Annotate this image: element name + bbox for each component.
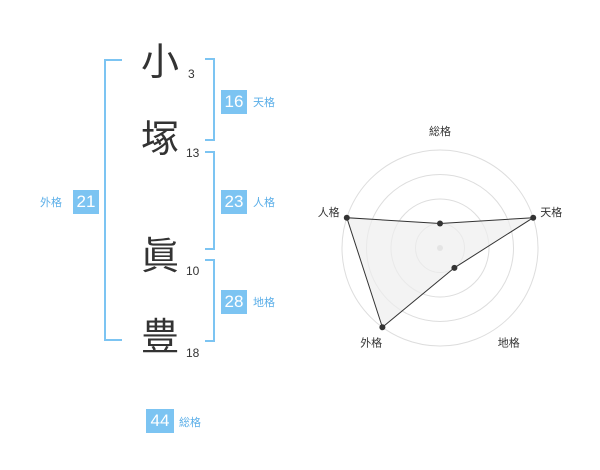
radar-point-4 [343,214,350,221]
name-char-3: 眞 [141,234,180,278]
name-char-4: 豊 [141,315,180,359]
jinkaku-bracket-bottom [205,248,215,250]
radar-area [346,217,534,329]
radar-axis-label-3: 外格 [360,336,382,350]
radar-axis-label-2: 地格 [498,336,520,350]
gaikaku-value-badge: 21 [73,190,99,214]
gaikaku-bracket-bottom [104,339,122,341]
radar-point-0 [437,220,443,227]
jinkaku-bracket-vertical [213,151,215,250]
chikaku-label: 地格 [253,296,275,309]
radar-point-3 [379,324,386,331]
radar-axis-label-1: 天格 [540,205,562,219]
gaikaku-label: 外格 [40,196,62,209]
chikaku-bracket-bottom [205,340,215,342]
jinkaku-value-badge: 23 [221,190,247,214]
chikaku-value-badge: 28 [221,290,247,314]
radar-ring-4 [341,149,539,347]
name-char-2: 塚 [141,117,180,161]
tenkaku-bracket-vertical [213,58,215,141]
stroke-count-4: 18 [186,346,200,360]
tenkaku-bracket-bottom [205,139,215,141]
stroke-count-2: 13 [186,146,200,160]
stroke-count-3: 10 [186,264,200,278]
soukaku-value-badge: 44 [146,409,174,433]
jinkaku-bracket-top [205,151,215,153]
chikaku-bracket-vertical [213,259,215,342]
tenkaku-bracket-top [205,58,215,60]
jinkaku-label: 人格 [253,196,275,209]
tenkaku-label: 天格 [253,96,275,109]
tenkaku-value-badge: 16 [221,90,247,114]
stroke-count-1: 3 [188,67,195,81]
gaikaku-bracket-top [104,59,122,61]
radar-point-1 [530,214,537,221]
chikaku-bracket-top [205,259,215,261]
gaikaku-bracket-vertical [104,59,106,341]
radar-axis-label-0: 総格 [429,124,451,138]
radar-point-2 [451,264,458,271]
radar-axis-label-4: 人格 [318,205,340,219]
name-char-1: 小 [141,40,180,84]
soukaku-label: 総格 [179,416,201,429]
